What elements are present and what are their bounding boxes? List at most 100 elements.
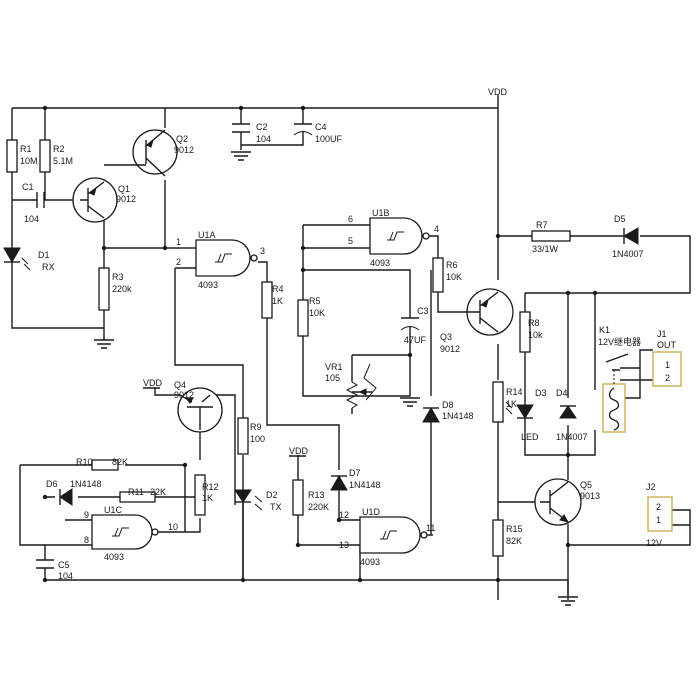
capacitor-c1: C1 104	[22, 182, 45, 224]
q3-ref: Q3	[440, 332, 452, 342]
u1d-pin12: 12	[339, 510, 349, 520]
diode-d8: D8 1N4148	[422, 400, 474, 423]
transistors: Q1 9012 Q2 9012 Q3 9012 Q4 9012	[72, 129, 600, 526]
c3-ref: C3	[417, 306, 429, 316]
u1c-pin9: 9	[84, 510, 89, 520]
ground-symbols	[94, 151, 578, 606]
u1b-pin4: 4	[434, 224, 439, 234]
d7-value: 1N4148	[349, 480, 381, 490]
diode-d6: D6 1N4148	[46, 479, 102, 506]
d2-value: TX	[270, 502, 282, 512]
j1-label: OUT	[657, 340, 677, 350]
connector-j2: J2 12V 2 1	[646, 482, 673, 548]
u1b-ref: U1B	[372, 208, 390, 218]
r5-value: 10K	[309, 308, 325, 318]
resistor-r5: R5 10K	[297, 296, 325, 337]
resistor-r3: R3 220k	[98, 267, 132, 311]
transistor-q4: Q4 9012	[174, 380, 223, 433]
resistor-r9: R9 100	[237, 417, 265, 455]
r2-value: 5.1M	[53, 156, 73, 166]
c3-value: 47UF	[404, 335, 427, 345]
r1-ref: R1	[20, 144, 32, 154]
u1d-ref: U1D	[362, 507, 381, 517]
r15-value: 82K	[506, 536, 522, 546]
j2-label: 12V	[646, 538, 662, 548]
r8-value: 10k	[528, 330, 543, 340]
resistor-r10: R10 82K	[76, 457, 128, 471]
u1c-part: 4093	[104, 552, 124, 562]
r13-value: 220K	[308, 502, 329, 512]
c5-value: 104	[58, 571, 73, 581]
c4-ref: C4	[315, 122, 327, 132]
j2-pin1: 1	[656, 515, 661, 525]
r3-value: 220k	[112, 284, 132, 294]
c4-value: 100UF	[315, 134, 343, 144]
j2-pin2: 2	[656, 502, 661, 512]
d5-ref: D5	[614, 214, 626, 224]
r11-value: 22K	[150, 487, 166, 497]
resistor-r11: R11 22K	[119, 487, 166, 503]
d3-value: LED	[521, 432, 539, 442]
j1-pin1: 1	[665, 360, 670, 370]
d2-ref: D2	[266, 490, 278, 500]
capacitor-c5: C5 104	[36, 559, 73, 581]
d3-ref: D3	[535, 388, 547, 398]
q4-value: 9012	[174, 390, 194, 400]
d1-ref: D1	[38, 250, 50, 260]
resistor-r4: R4 1K	[261, 281, 284, 319]
u1b-pin5: 5	[348, 236, 353, 246]
d6-ref: D6	[46, 479, 58, 489]
q5-value: 9013	[580, 491, 600, 501]
u1c-pin10: 10	[168, 522, 178, 532]
resistor-r13: R13 220K	[292, 479, 329, 516]
r2-ref: R2	[53, 144, 65, 154]
gate-u1d: U1D 4093 12 13 11	[339, 507, 435, 567]
u1a-pin1: 1	[176, 237, 181, 247]
u1c-pin8: 8	[84, 535, 89, 545]
u1d-pin13: 13	[339, 540, 349, 550]
capacitor-c4: C4 100UF	[293, 122, 343, 144]
r12-ref: R12	[202, 482, 219, 492]
u1b-part: 4093	[370, 258, 390, 268]
logic-gates: U1A 4093 1 2 3 U1B 4093 6 5 4 U1C 4093 9…	[84, 208, 439, 567]
vdd-labels: VDD VDD VDD	[143, 87, 508, 457]
r9-ref: R9	[250, 422, 262, 432]
wires	[11, 95, 691, 600]
u1a-pin3: 3	[260, 246, 265, 256]
capacitors: C1 104 C2 104 C3 47UF C4 100UF C5 104	[22, 122, 429, 581]
r13-ref: R13	[308, 490, 325, 500]
q2-ref: Q2	[176, 134, 188, 144]
capacitor-c3: C3 47UF	[400, 306, 429, 345]
j1-pin2: 2	[665, 373, 670, 383]
r8-ref: R8	[528, 318, 540, 328]
resistor-r1: R1 10M	[6, 139, 38, 173]
c1-ref: C1	[22, 182, 34, 192]
r5-ref: R5	[309, 296, 321, 306]
d4-value: 1N4007	[556, 432, 588, 442]
r6-ref: R6	[446, 260, 458, 270]
capacitor-c2: C2 104	[232, 122, 271, 144]
k1-value: 12V继电器	[598, 336, 641, 347]
q4-ref: Q4	[174, 380, 186, 390]
r7-value: 33/1W	[532, 244, 559, 254]
d8-value: 1N4148	[442, 411, 474, 421]
resistors: R1 10M R2 5.1M R3 220k R4 1K R5 10K R6 1…	[6, 139, 571, 557]
d8-ref: D8	[442, 400, 454, 410]
vdd-label-r13: VDD	[289, 446, 309, 456]
ground-icon	[558, 596, 578, 606]
resistor-r12: R12 1K	[194, 474, 219, 516]
r14-value: 1K	[506, 399, 517, 409]
ground-icon	[94, 339, 114, 349]
r4-ref: R4	[272, 284, 284, 294]
d4-ref: D4	[556, 388, 568, 398]
junction-dots	[42, 105, 598, 583]
resistor-r2: R2 5.1M	[39, 139, 73, 173]
transistor-q5: Q5 9013	[534, 478, 600, 526]
r15-ref: R15	[506, 524, 523, 534]
c5-ref: C5	[58, 560, 70, 570]
u1a-pin2: 2	[176, 257, 181, 267]
j2-ref: J2	[646, 482, 656, 492]
vr1-value: 105	[325, 373, 340, 383]
vdd-label-q4: VDD	[143, 378, 163, 388]
diode-d2: D2 TX	[234, 489, 282, 512]
